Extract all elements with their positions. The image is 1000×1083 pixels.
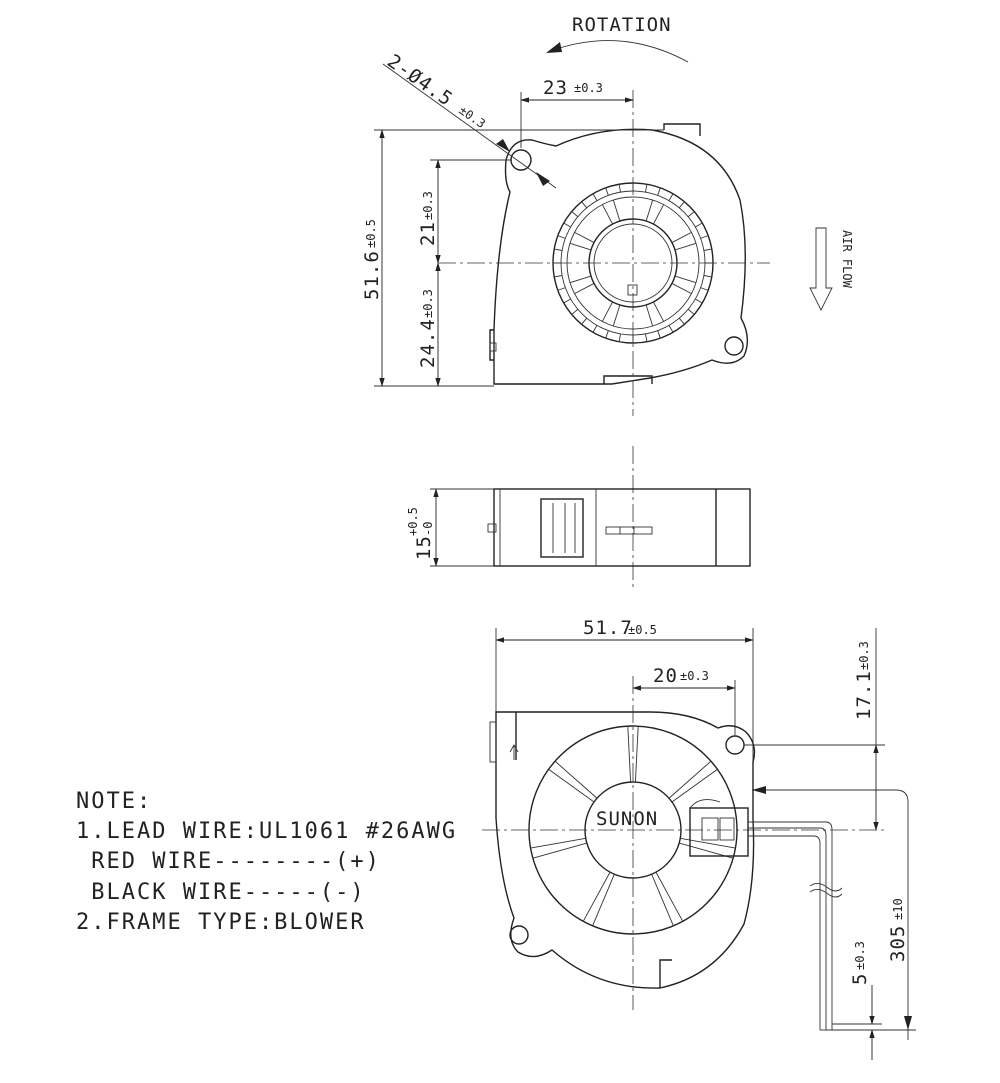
svg-text:±0.3: ±0.3 [857, 641, 871, 670]
svg-text:+0.5: +0.5 [406, 507, 420, 536]
lead-wire-red [748, 821, 833, 1030]
notes-line-3: BLACK WIRE-----(-) [76, 880, 366, 905]
notes-title: NOTE: [76, 789, 152, 814]
svg-text:±0.3: ±0.3 [574, 81, 603, 95]
svg-text:23: 23 [543, 77, 568, 99]
svg-text:±0.3: ±0.3 [421, 289, 435, 318]
notes-line-2: RED WIRE--------(+) [76, 849, 381, 874]
notes: NOTE: 1.LEAD WIRE:UL1061 #26AWG RED WIRE… [76, 789, 457, 935]
svg-text:±0.5: ±0.5 [364, 219, 378, 248]
svg-text:-0: -0 [421, 522, 435, 536]
svg-text:24.4: 24.4 [417, 318, 439, 368]
side-view: 15 +0.5 -0 [406, 446, 751, 590]
svg-text:20: 20 [653, 665, 678, 687]
side-housing [493, 488, 751, 567]
top-view: ROTATION 23 ±0.3 2-Ø4. [361, 14, 854, 416]
rotation-arrow [547, 40, 689, 63]
lead-wire-black [748, 835, 821, 1030]
svg-text:±0.3: ±0.3 [680, 669, 709, 683]
svg-text:2-Ø4.5: 2-Ø4.5 [383, 50, 457, 111]
brand-label: SUNON [596, 808, 658, 830]
svg-text:51.6: 51.6 [361, 250, 383, 300]
svg-text:±10: ±10 [891, 898, 905, 920]
svg-text:15: 15 [413, 535, 435, 560]
svg-text:±0.3: ±0.3 [853, 941, 867, 970]
mounting-hole-top [510, 149, 532, 171]
svg-text:±0.3: ±0.3 [421, 191, 435, 220]
svg-text:±0.5: ±0.5 [628, 623, 657, 637]
bottom-hole-top [725, 735, 745, 755]
notes-line-1: 1.LEAD WIRE:UL1061 #26AWG [76, 819, 457, 844]
rotation-label: ROTATION [572, 14, 672, 36]
svg-text:17.1: 17.1 [853, 670, 875, 720]
bottom-view: 51.7 ±0.5 20 ±0.3 SUNON [482, 617, 916, 1060]
svg-text:21: 21 [417, 221, 439, 246]
svg-text:51.7: 51.7 [583, 617, 633, 639]
svg-text:5: 5 [849, 973, 871, 985]
mounting-hole-bottom [724, 336, 744, 356]
fan-disk [528, 725, 738, 935]
bottom-housing [495, 711, 756, 989]
svg-text:305: 305 [887, 925, 909, 962]
airflow-arrow [809, 227, 833, 312]
housing-outline [493, 128, 749, 385]
notes-line-4: 2.FRAME TYPE:BLOWER [76, 910, 366, 935]
bottom-hole-bottom [509, 925, 529, 945]
svg-text:AIR FLOW: AIR FLOW [840, 230, 854, 289]
svg-text:±0.3: ±0.3 [456, 103, 488, 131]
fan-center [584, 781, 682, 879]
